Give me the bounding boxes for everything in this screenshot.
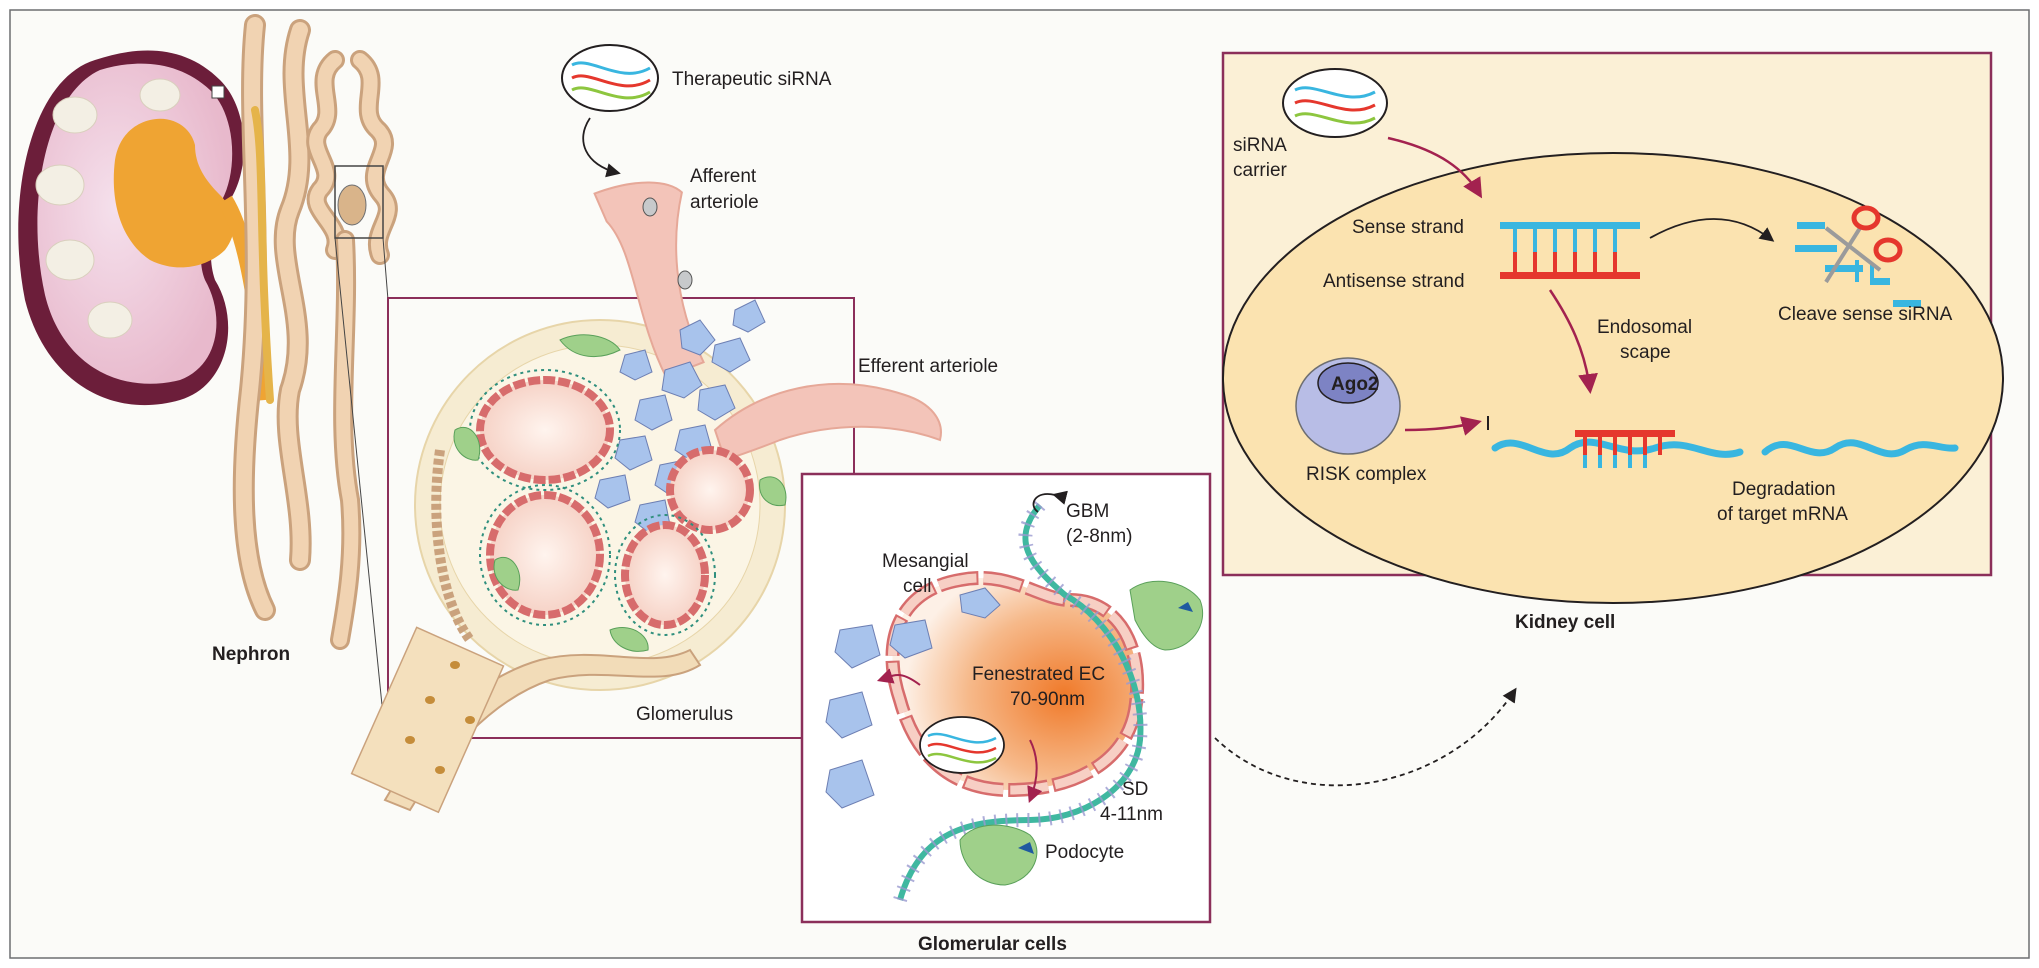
afferent-label-line1: Afferent [690, 166, 757, 187]
carrier-to-duplex-arrow [1387, 136, 1483, 199]
mesangial-cluster [594, 299, 766, 533]
zoom-line-bottom [334, 237, 386, 736]
sirna-carrier-label-line1: siRNA [1233, 135, 1287, 156]
endosomal-escape-arrow [1548, 289, 1598, 394]
therapeutic-sirna-label: Therapeutic siRNA [672, 69, 832, 90]
podocyte-label: Podocyte [1045, 842, 1124, 863]
risk-complex-label: RISK complex [1306, 464, 1427, 485]
glomerular-cells-label: Glomerular cells [918, 934, 1067, 955]
target-mrna [1491, 430, 1744, 468]
slit-diaphragm-teeth [893, 500, 1148, 903]
duplex-to-cleave-arrow [1649, 218, 1775, 242]
gbm-arrow [1032, 490, 1068, 513]
proximal-tubule [350, 626, 702, 814]
renal-corpuscle-mini [337, 184, 367, 226]
glomerular-podocyte-cells [959, 580, 1204, 886]
sd-label-line2: 4-11nm [1100, 804, 1163, 825]
kidney-cell-label: Kidney cell [1515, 612, 1615, 633]
antisense-strand-label: Antisense strand [1323, 271, 1465, 292]
to-kidney-cell-arrow [1214, 687, 1517, 787]
endosomal-label-line2: scape [1620, 342, 1671, 363]
gbm-label-line1: GBM [1066, 501, 1109, 522]
nephron-zoom-box [334, 165, 384, 239]
mesangial-label-line1: Mesangial [882, 551, 969, 572]
transcytosis-arrow [876, 668, 921, 686]
cleaved-sense-fragments [1795, 222, 1921, 307]
sirna-carrier-in-capillary [919, 716, 1005, 774]
fenestrated-label-line2: 70-90nm [1010, 689, 1085, 710]
fenestrated-label-line1: Fenestrated EC [972, 664, 1105, 685]
efferent-label: Efferent arteriole [858, 356, 998, 377]
sense-strand-label: Sense strand [1352, 217, 1464, 238]
scissors-icon [1824, 205, 1903, 284]
mesangial-cells-panel [825, 587, 1001, 809]
sirna-duplex [1500, 222, 1640, 279]
nephron-tubules [232, 14, 398, 650]
sirna-carrier-capsule [1282, 68, 1388, 138]
therapeutic-sirna-capsule [561, 44, 659, 112]
podocyte-nucleus-top [1178, 602, 1193, 612]
degradation-label-line1: Degradation [1732, 479, 1836, 500]
efferent-arteriole [713, 383, 942, 462]
glomerulus-label: Glomerulus [636, 704, 733, 725]
podocyte-nucleus-bottom [1018, 842, 1034, 854]
gbm-label-line2: (2-8nm) [1066, 526, 1133, 547]
zoom-line-top [382, 237, 389, 301]
degradation-label-line2: of target mRNA [1717, 504, 1848, 525]
sd-label-line1: SD [1122, 779, 1148, 800]
mesangial-label-line2: cell [903, 576, 932, 597]
sirna-carrier-label-line2: carrier [1233, 160, 1288, 181]
endosomal-label-line1: Endosomal [1597, 317, 1692, 338]
risk-to-mrna-arrow [1404, 416, 1482, 436]
filtration-arrow [1027, 739, 1043, 803]
cleave-label: Cleave sense siRNA [1778, 304, 1953, 325]
kidney-zoom-marker [211, 85, 225, 99]
degraded-mrna [1761, 439, 1959, 458]
kidney-cell-membrane [1222, 152, 2004, 604]
ago2-risk-complex [1295, 357, 1401, 455]
nephron-label: Nephron [212, 644, 290, 665]
sirna-entry-arrow [582, 117, 621, 178]
glomerulus-podocytes [453, 334, 787, 652]
afferent-arteriole [593, 181, 705, 378]
afferent-label-line2: arteriole [690, 192, 759, 213]
ago2-label: Ago2 [1331, 374, 1379, 395]
